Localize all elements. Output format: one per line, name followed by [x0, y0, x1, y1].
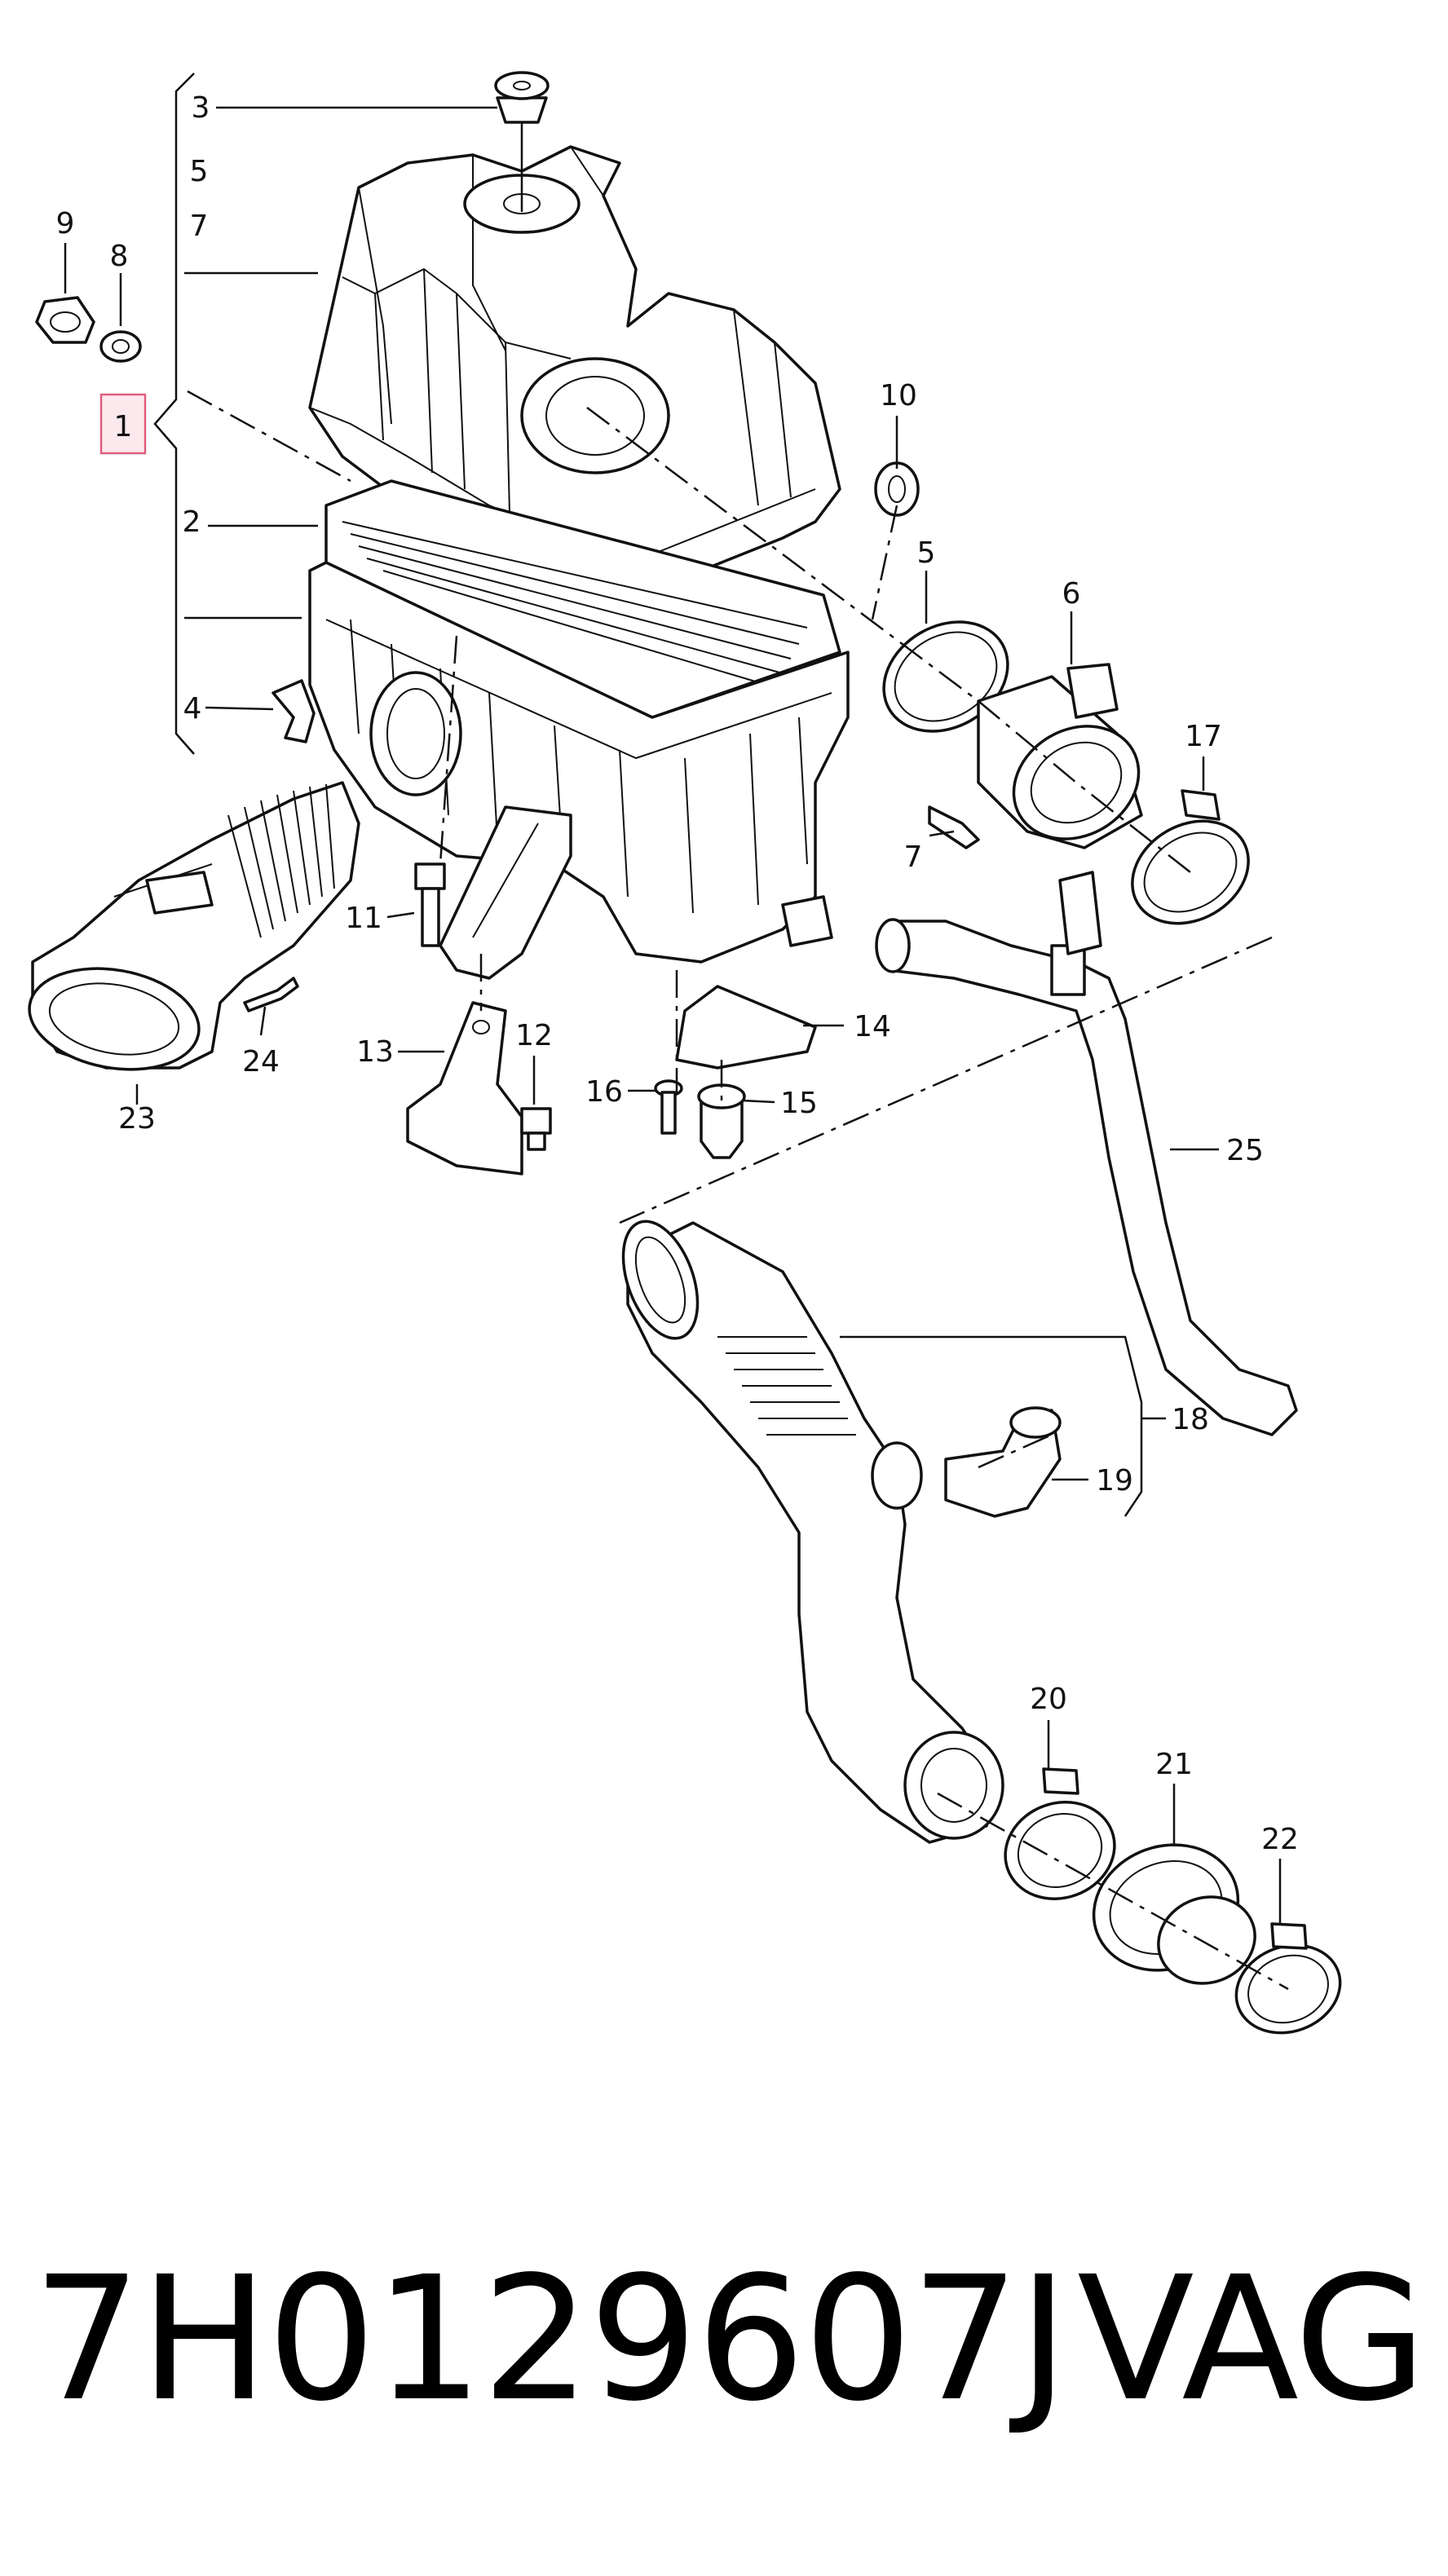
callout-13[interactable]: 13 — [356, 1035, 394, 1069]
callout-15[interactable]: 15 — [780, 1087, 818, 1120]
callout-5-upper[interactable]: 5 — [190, 155, 209, 188]
callout-10[interactable]: 10 — [880, 379, 917, 412]
hose-clamp-17 — [1131, 789, 1250, 925]
assembly-line — [439, 635, 458, 865]
callout-7-lower[interactable]: 7 — [904, 840, 923, 874]
brand-name: VAG — [1077, 2239, 1427, 2439]
screw-7 — [928, 805, 980, 849]
callout-22[interactable]: 22 — [1261, 1823, 1299, 1856]
callout-17[interactable]: 17 — [1185, 720, 1222, 753]
leader-line — [840, 1335, 1143, 1517]
callout-11[interactable]: 11 — [345, 902, 382, 935]
callout-23[interactable]: 23 — [118, 1102, 156, 1136]
assembly-line — [937, 1792, 1289, 1991]
bracket-13 — [406, 1001, 523, 1176]
assembly-line — [187, 390, 351, 483]
callout-24[interactable]: 24 — [242, 1045, 280, 1078]
assembly-line — [871, 505, 898, 620]
callout-12[interactable]: 12 — [515, 1019, 553, 1052]
o-ring-5-inner — [894, 631, 998, 722]
callout-8[interactable]: 8 — [110, 240, 129, 273]
clip-4 — [272, 679, 316, 743]
callout-19[interactable]: 19 — [1096, 1464, 1133, 1498]
assembly-bracket — [153, 73, 195, 755]
part-number: 7H0129607J — [33, 2239, 1069, 2439]
callout-25[interactable]: 25 — [1226, 1134, 1264, 1167]
assembly-line — [978, 1433, 1053, 1469]
grommet-10 — [874, 461, 920, 517]
washer-8 — [99, 330, 142, 363]
leader-line — [386, 911, 415, 919]
callout-16[interactable]: 16 — [585, 1075, 623, 1109]
air-filter-lower-housing — [308, 561, 850, 964]
mount-bracket — [439, 805, 572, 980]
callout-7-upper[interactable]: 7 — [190, 210, 209, 243]
callout-2[interactable]: 2 — [183, 505, 201, 539]
plate-14 — [675, 985, 817, 1070]
bolt-16 — [654, 1079, 683, 1135]
callout-21[interactable]: 21 — [1155, 1748, 1193, 1781]
connector-19 — [944, 1406, 1062, 1518]
callout-1[interactable]: 1 — [114, 410, 133, 443]
callout-4[interactable]: 4 — [183, 692, 202, 726]
callout-18[interactable]: 18 — [1172, 1403, 1209, 1436]
callout-20[interactable]: 20 — [1030, 1683, 1067, 1716]
intake-hose-23 — [28, 781, 360, 1071]
highlight-box — [99, 393, 147, 455]
intake-pipe-18 — [621, 1220, 1004, 1844]
nut-9 — [35, 296, 95, 344]
hose-clamp-20 — [1004, 1767, 1116, 1901]
pin-24 — [243, 977, 299, 1012]
callout-5-lower[interactable]: 5 — [917, 536, 936, 570]
callout-9[interactable]: 9 — [56, 207, 75, 240]
leader-line — [929, 830, 955, 837]
leader-line — [259, 1006, 267, 1036]
air-filter-lid — [308, 145, 841, 597]
cap-bolt-3 — [494, 71, 550, 124]
assembly-line — [619, 936, 1273, 1224]
leader-line — [205, 706, 274, 711]
leader-line — [741, 1099, 775, 1104]
bolt-12 — [520, 1107, 552, 1151]
filter-element-2 — [324, 479, 841, 719]
callout-14[interactable]: 14 — [854, 1010, 891, 1043]
rubber-sleeve-21 — [1092, 1843, 1256, 1985]
breather-hose-25 — [875, 871, 1298, 1436]
bolt-11 — [414, 862, 446, 947]
callout-6[interactable]: 6 — [1062, 577, 1081, 611]
assembly-line — [586, 407, 1191, 873]
callout-3[interactable]: 3 — [192, 91, 210, 125]
air-mass-meter-6 — [977, 663, 1143, 849]
